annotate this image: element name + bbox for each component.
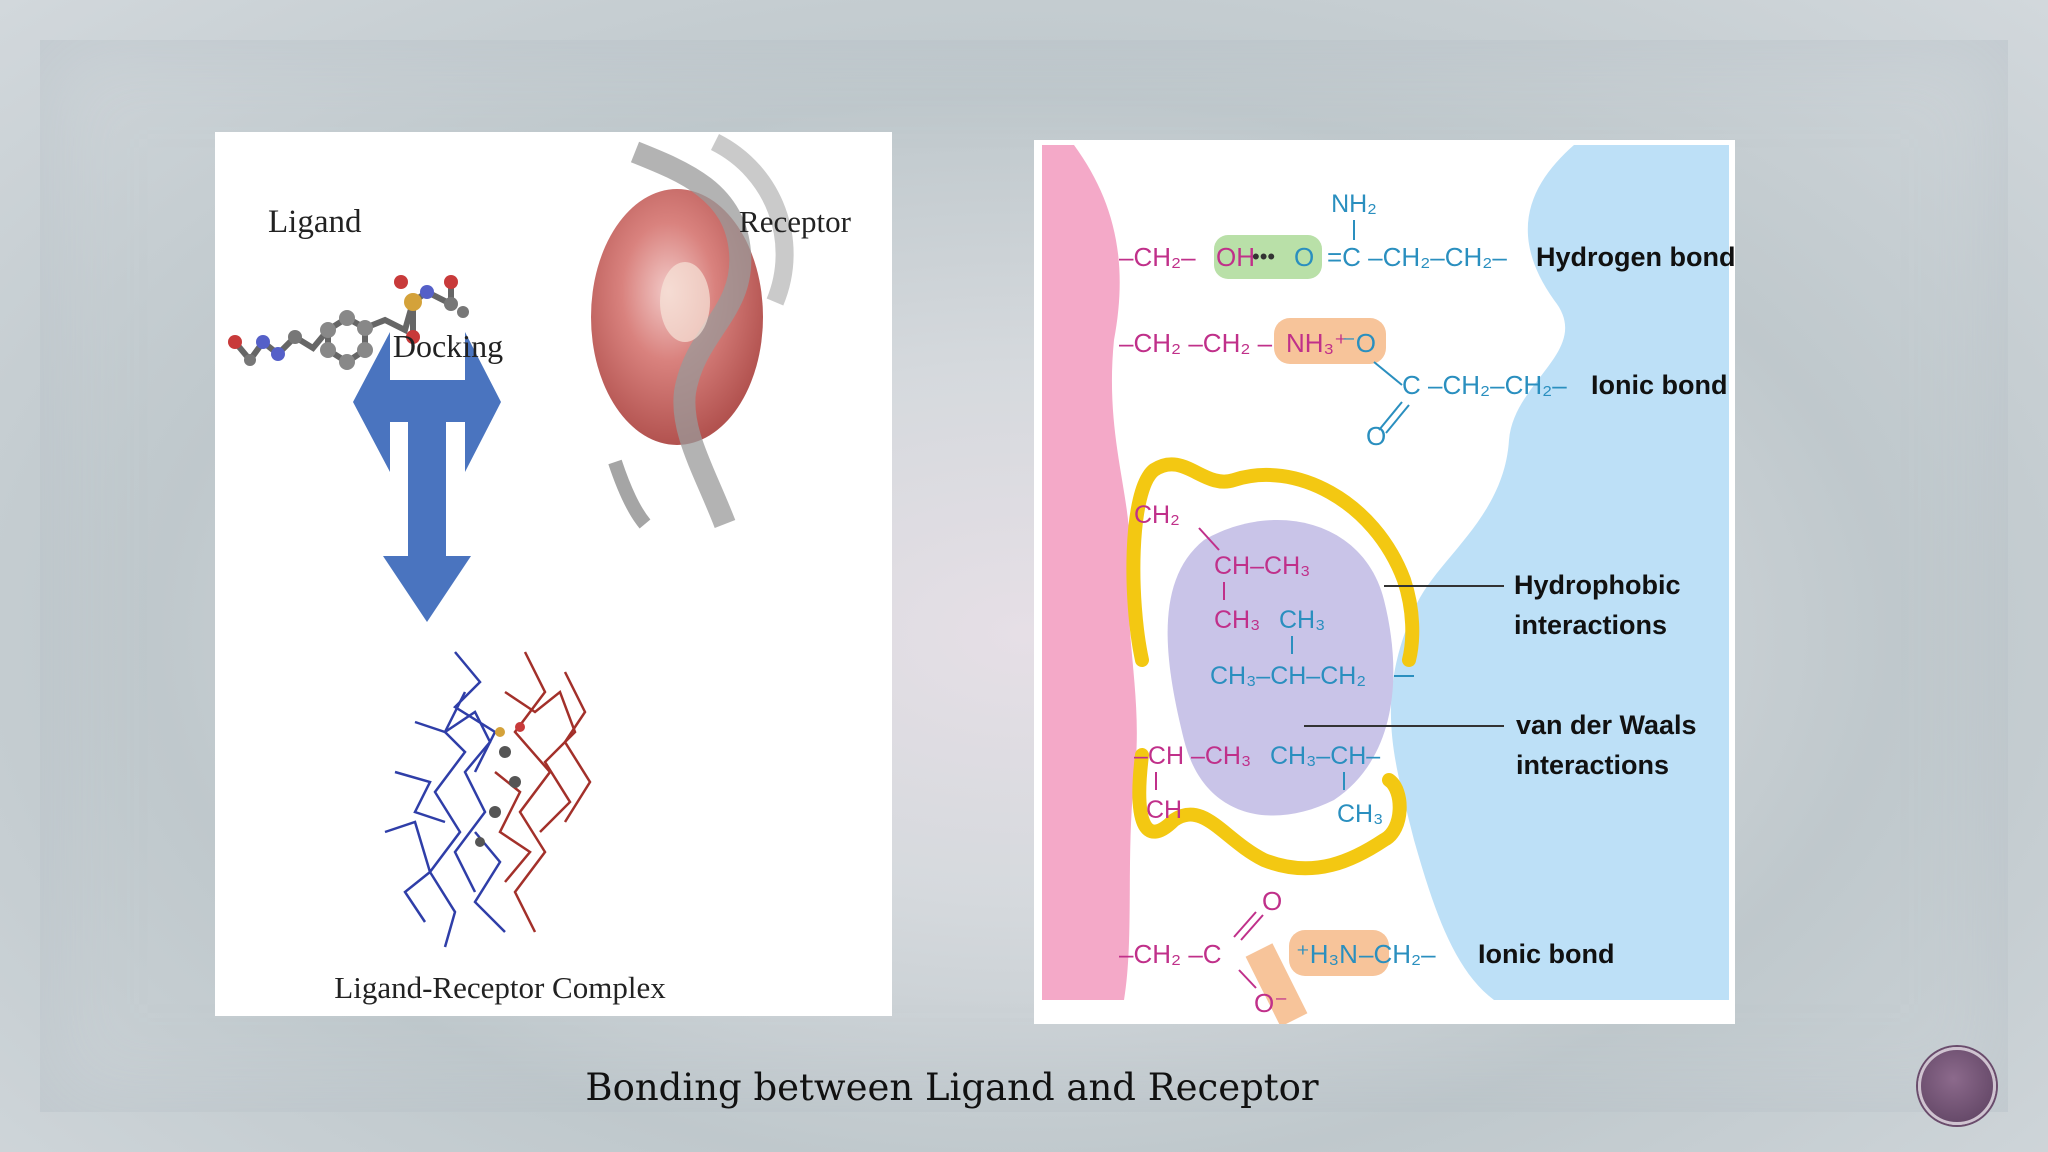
hydrophobic-boundary-lower <box>1132 748 1407 876</box>
methyl-a: CH₃ <box>1214 606 1260 634</box>
methylene-top: CH₂ <box>1134 501 1180 529</box>
receptor-surface <box>1042 145 1137 1000</box>
docking-arrow <box>353 332 501 622</box>
slide-nav-button[interactable] <box>1918 1047 1996 1125</box>
hydrogen-bond-label: Hydrogen bond <box>1536 242 1735 272</box>
h-bond-left-chain: –CH₂– <box>1119 242 1196 272</box>
ionic2-right-chain: –CH₂– <box>1359 939 1436 969</box>
ch3-bottom: CH₃ <box>1337 800 1383 828</box>
ch-ch3-group: CH–CH₃ <box>1214 552 1310 580</box>
hydrogen-bond-highlight <box>1214 235 1322 279</box>
ch-ch3-left: –CH –CH₃ <box>1134 742 1251 770</box>
carboxylate-oxygen: ⁻O <box>1342 328 1376 358</box>
hydroxyl-group: OH <box>1216 242 1255 272</box>
docking-label: Docking <box>393 328 503 364</box>
hydrophobic-label-line1: Hydrophobic <box>1514 570 1681 600</box>
nh2-group: NH₂ <box>1331 190 1377 218</box>
vdw-label-line2: interactions <box>1516 750 1669 780</box>
hydrophobic-label-line2: interactions <box>1514 610 1667 640</box>
docking-figure: Ligand <box>215 132 892 1016</box>
ionic-carbonyl-oxygen: O <box>1366 421 1386 451</box>
complex-label: Ligand-Receptor Complex <box>334 970 666 1005</box>
bonding-types-figure: NH₂ –CH₂– OH ••• O =C –CH₂–CH₂– Hydrogen… <box>1034 140 1735 1024</box>
carbonyl-oxygen: O <box>1294 242 1314 272</box>
ch3-ch-right: CH₃–CH– <box>1270 742 1380 770</box>
ionic-left-chain: –CH₂ –CH₂ – <box>1119 328 1273 358</box>
ammonium-group: NH₃⁺ <box>1286 328 1348 358</box>
ionic-bond-highlight-2 <box>1289 930 1389 976</box>
ionic-bond-label-1: Ionic bond <box>1591 370 1727 400</box>
complex-structure <box>384 651 592 948</box>
ch-bottom: CH <box>1146 796 1182 824</box>
bonding-types-svg: NH₂ –CH₂– OH ••• O =C –CH₂–CH₂– Hydrogen… <box>1042 145 1735 1024</box>
receptor-molecule <box>591 133 794 529</box>
hydrogen-bond-dots: ••• <box>1252 244 1275 269</box>
ionic2-carboxylate: O⁻ <box>1254 988 1288 1018</box>
ammonium-group-2: ⁺H₃N <box>1296 939 1358 969</box>
ligand-label: Ligand <box>268 204 362 240</box>
docking-figure-svg: Ligand <box>228 133 852 1005</box>
ligand-surface <box>1390 145 1729 1000</box>
ionic-bond-label-2: Ionic bond <box>1478 939 1614 969</box>
ionic2-carbonyl-oxygen: O <box>1262 886 1282 916</box>
ligand-atoms <box>228 275 469 370</box>
h-bond-right-chain: =C –CH₂–CH₂– <box>1327 242 1507 272</box>
hydrophobic-boundary-upper <box>1126 457 1420 667</box>
receptor-label: Receptor <box>739 204 852 239</box>
ionic-bond-highlight <box>1274 318 1386 364</box>
ionic2-left-chain: –CH₂ –C <box>1119 939 1222 969</box>
methyl-b: CH₃ <box>1279 606 1325 634</box>
slide-caption: Bonding between Ligand and Receptor <box>585 1066 1319 1109</box>
vdw-label-line1: van der Waals <box>1516 710 1697 740</box>
ch3-ch-ch2-group: CH₃–CH–CH₂ <box>1210 662 1366 690</box>
ionic-right-chain: C –CH₂–CH₂– <box>1402 370 1567 400</box>
